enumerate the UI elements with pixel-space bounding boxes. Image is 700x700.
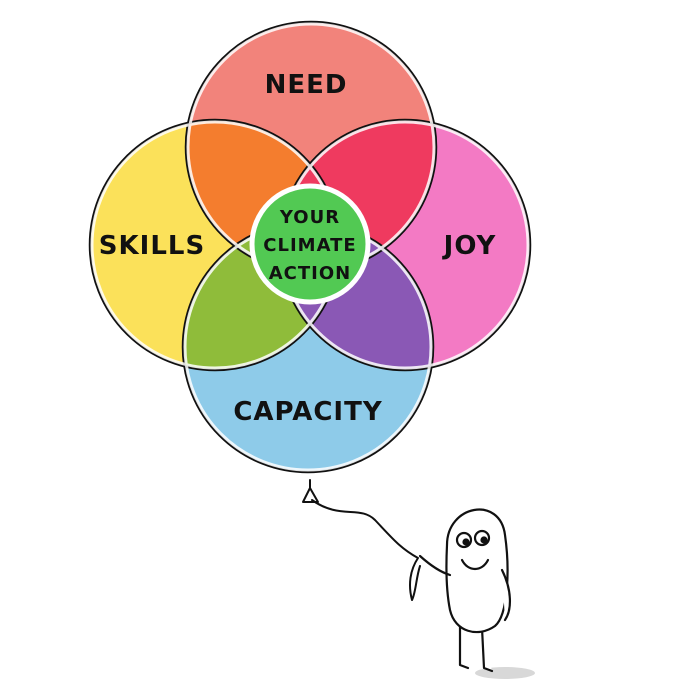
person-figure — [418, 508, 535, 679]
center-circle — [249, 183, 371, 305]
center-label-line-3: ACTION — [269, 263, 351, 284]
skills-label: SKILLS — [99, 231, 205, 261]
center-label-line-1: YOUR — [279, 207, 340, 228]
joy-label: JOY — [442, 231, 497, 261]
balloon-string — [302, 479, 421, 601]
need-label: NEED — [265, 70, 348, 100]
center-label-line-2: CLIMATE — [263, 235, 356, 256]
capacity-label: CAPACITY — [233, 397, 382, 427]
